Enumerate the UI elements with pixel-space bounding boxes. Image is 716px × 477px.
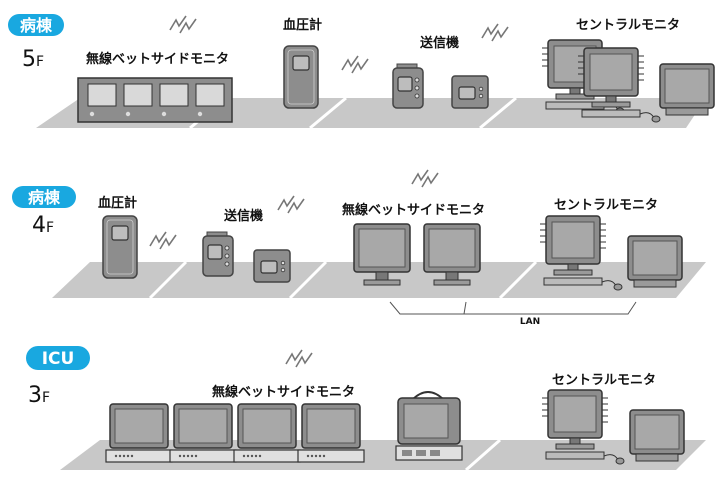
label-transmitter-4f: 送信機 (223, 208, 263, 224)
label-lan: LAN (520, 317, 540, 327)
wireless-signal-icon (149, 231, 177, 250)
floor-4f: 病棟 4F 血圧計 送信機 無線ベットサイドモニタ セントラルモニタ LAN (12, 169, 706, 327)
bp-meter-5f (283, 45, 319, 109)
label-bp-4f: 血圧計 (98, 195, 137, 211)
wireless-signal-icon (277, 195, 305, 214)
ward-badge-4f (12, 186, 76, 208)
label-central-3f: セントラルモニタ (552, 373, 656, 388)
label-bedside-3f: 無線ベットサイドモニタ (212, 384, 355, 400)
lan-connection (389, 301, 637, 315)
wireless-signal-icon (285, 349, 313, 368)
wireless-signal-icon (341, 55, 369, 74)
label-bp-5f: 血圧計 (283, 17, 322, 33)
floor-number-4f: 4F (32, 213, 54, 238)
transmitter-5f (392, 63, 424, 109)
receiver-4f (253, 249, 291, 283)
label-central-5f: セントラルモニタ (576, 18, 680, 33)
ward-label-3f: ICU (42, 349, 75, 369)
ward-label-5f: 病棟 (20, 16, 53, 35)
receiver-5f (451, 75, 489, 109)
wireless-signal-icon (411, 169, 439, 188)
label-transmitter-5f: 送信機 (419, 35, 459, 51)
portable-monitor-3f (395, 391, 463, 461)
ward-badge-5f (8, 14, 64, 36)
ward-badge-3f (26, 346, 90, 370)
floor-5f: 病棟 5F 無線ベットサイドモニタ 血圧計 送信機 セントラルモニタ (8, 14, 715, 130)
floor-3f: ICU 3F 無線ベットサイドモニタ セントラルモニタ (26, 346, 706, 472)
wireless-signal-icon (481, 23, 509, 42)
wireless-signal-icon (169, 15, 197, 34)
ward-label-4f: 病棟 (28, 188, 61, 207)
transmitter-4f (202, 231, 234, 277)
label-central-4f: セントラルモニタ (554, 198, 658, 213)
bedside-monitor-rack-5f (77, 77, 233, 123)
label-bedside-5f: 無線ベットサイドモニタ (86, 51, 229, 67)
floor-number-3f: 3F (28, 383, 50, 408)
bedside-monitors-3f (105, 403, 365, 463)
label-bedside-4f: 無線ベットサイドモニタ (342, 202, 485, 218)
floor-number-5f: 5F (22, 47, 44, 72)
bp-meter-4f (102, 215, 138, 279)
